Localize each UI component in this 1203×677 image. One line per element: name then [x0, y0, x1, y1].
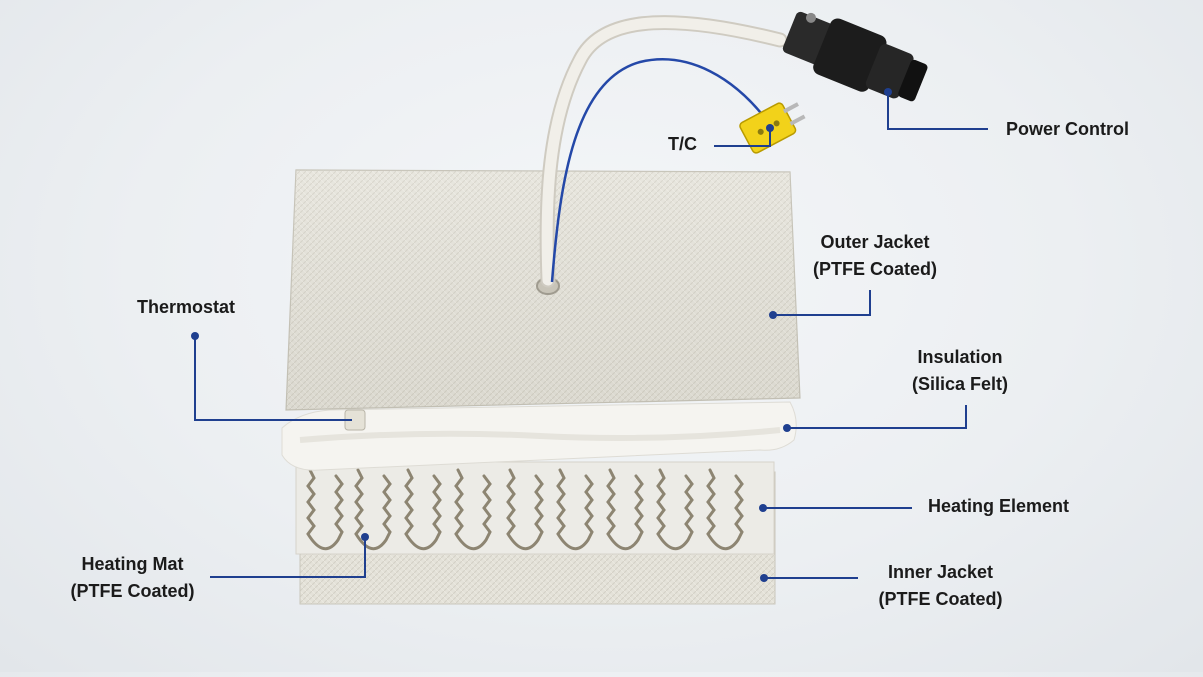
- tc-leader: [714, 128, 771, 147]
- heating-mat-leader: [210, 537, 366, 578]
- power-connector: [782, 11, 928, 102]
- thermostat-leader: [194, 336, 352, 421]
- heating-coil: [306, 468, 344, 551]
- heating-coil: [556, 468, 594, 551]
- heating-mat-label: Heating Mat (PTFE Coated): [70, 554, 195, 601]
- heating-coil: [454, 468, 492, 551]
- heating-element-leader-dot: [759, 504, 767, 512]
- thermostat-label: Thermostat: [137, 297, 236, 317]
- thermostat-leader-dot: [191, 332, 199, 340]
- heating-coil: [656, 468, 694, 551]
- leader-lines: [191, 88, 988, 582]
- heating-element-label: Heating Element: [928, 496, 1070, 516]
- heating-coil: [404, 468, 442, 551]
- insulation-label: Insulation (Silica Felt): [911, 347, 1009, 394]
- heating-element-coils: [306, 468, 744, 551]
- inner-jacket-label: Inner Jacket (PTFE Coated): [878, 562, 1003, 609]
- insulation-leader: [787, 405, 967, 429]
- power-control-leader-dot: [884, 88, 892, 96]
- heating-coil: [354, 468, 392, 551]
- outer-jacket-label: Outer Jacket (PTFE Coated): [813, 232, 937, 279]
- power-control-label: Power Control: [1006, 119, 1130, 139]
- heating-mat-leader-dot: [361, 533, 369, 541]
- power-control-leader: [887, 92, 988, 130]
- outer-jacket-leader: [773, 290, 871, 316]
- thermocouple-wire: [550, 58, 766, 283]
- tc-leader-dot: [766, 124, 774, 132]
- outer-jacket-leader-dot: [769, 311, 777, 319]
- heating-coil: [506, 468, 544, 551]
- tc-label: T/C: [668, 134, 697, 154]
- heating-coil: [606, 468, 644, 551]
- heating-coil: [706, 468, 744, 551]
- inner-jacket-leader-dot: [760, 574, 768, 582]
- insulation-leader-dot: [783, 424, 791, 432]
